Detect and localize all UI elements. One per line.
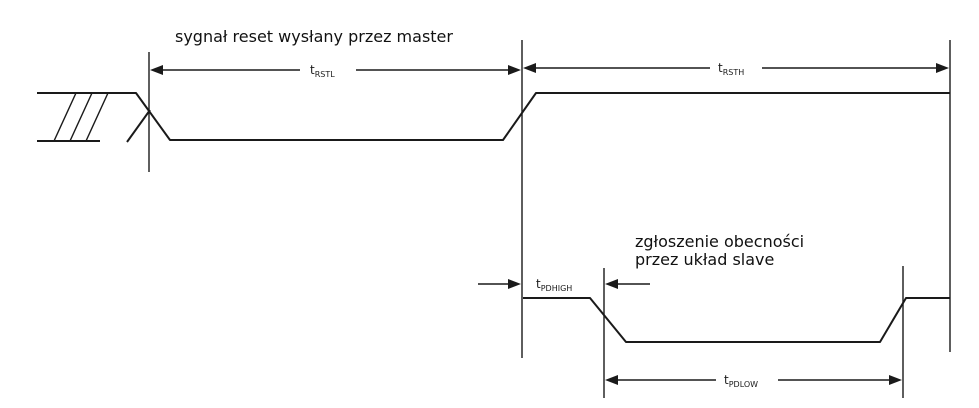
trstl-label: tRSTL — [310, 63, 335, 79]
slave-presence-caption-line-1: zgłoszenie obecności — [635, 232, 805, 251]
trstl-dimension: tRSTL — [150, 63, 521, 79]
slave-presence-caption-line-2: przez układ slave — [635, 250, 775, 269]
trsth-dimension: tRSTH — [523, 61, 949, 77]
tpdlow-label: tPDLOW — [724, 373, 758, 389]
tpdhigh-label: tPDHIGH — [536, 277, 572, 293]
slave-presence-waveform — [523, 297, 950, 343]
master-reset-waveform — [121, 92, 950, 141]
master-reset-caption: sygnał reset wysłany przez master — [175, 27, 453, 46]
trsth-label: tRSTH — [718, 61, 744, 77]
undefined-state-hatch — [53, 93, 109, 141]
tpdlow-dimension: tPDLOW — [605, 373, 902, 389]
tpdhigh-dimension: tPDHIGH — [478, 277, 650, 293]
master-edge-back — [126, 109, 151, 143]
